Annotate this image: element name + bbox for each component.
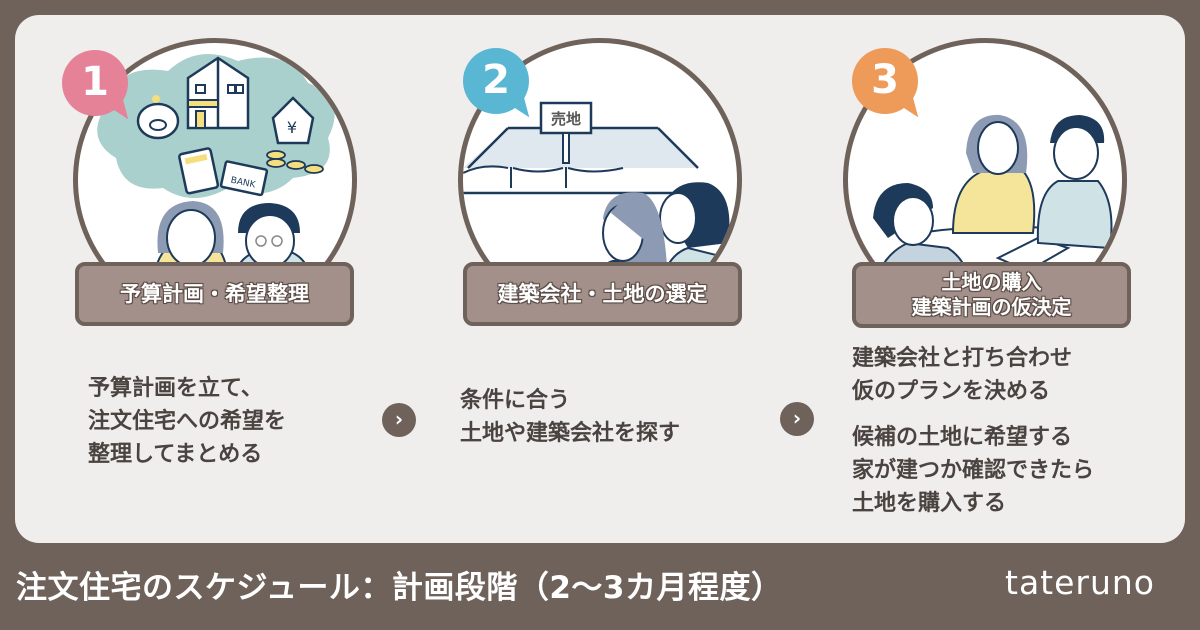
page-title: 注文住宅のスケジュール：計画段階（2〜3カ月程度） xyxy=(16,570,783,606)
brand-logo: tateruno xyxy=(1005,563,1155,602)
bank-card-icon: BANK xyxy=(219,160,269,197)
step-number-badge: 1 xyxy=(62,50,128,116)
step-1: 1 xyxy=(15,15,405,543)
step-description-purchase: 候補の土地に希望する 家が建つか確認できたら 土地を購入する xyxy=(852,425,1095,516)
calculator-icon xyxy=(178,147,220,195)
next-step-arrow-icon: › xyxy=(780,402,814,436)
next-step-arrow-icon: › xyxy=(382,403,416,437)
step-3: 3 土地の購入 建築計画の仮決定 xyxy=(785,15,1175,543)
step-title: 建築会社・土地の選定 xyxy=(463,262,742,326)
piggy-bank-icon xyxy=(136,95,180,140)
svg-text:売地: 売地 xyxy=(551,110,581,128)
step-number-badge: 2 xyxy=(463,48,529,114)
step-description: 条件に合う 土地や建築会社を探す xyxy=(460,388,681,446)
step-title: 土地の購入 建築計画の仮決定 xyxy=(852,262,1131,328)
step-description-meeting: 建築会社と打ち合わせ 仮のプランを決める xyxy=(852,346,1073,404)
step-title: 予算計画・希望整理 xyxy=(75,262,354,326)
schedule-panel: 1 xyxy=(15,15,1185,543)
svg-text:¥: ¥ xyxy=(287,118,297,137)
step-2: 2 売地 xyxy=(400,15,790,543)
yen-tag-icon: ¥ xyxy=(266,96,324,174)
step-number-badge: 3 xyxy=(852,48,918,114)
land-for-sale-sign: 売地 xyxy=(539,101,593,164)
step-description: 予算計画を立て、 注文住宅への希望を 整理してまとめる xyxy=(88,376,287,467)
house-icon xyxy=(186,56,250,130)
